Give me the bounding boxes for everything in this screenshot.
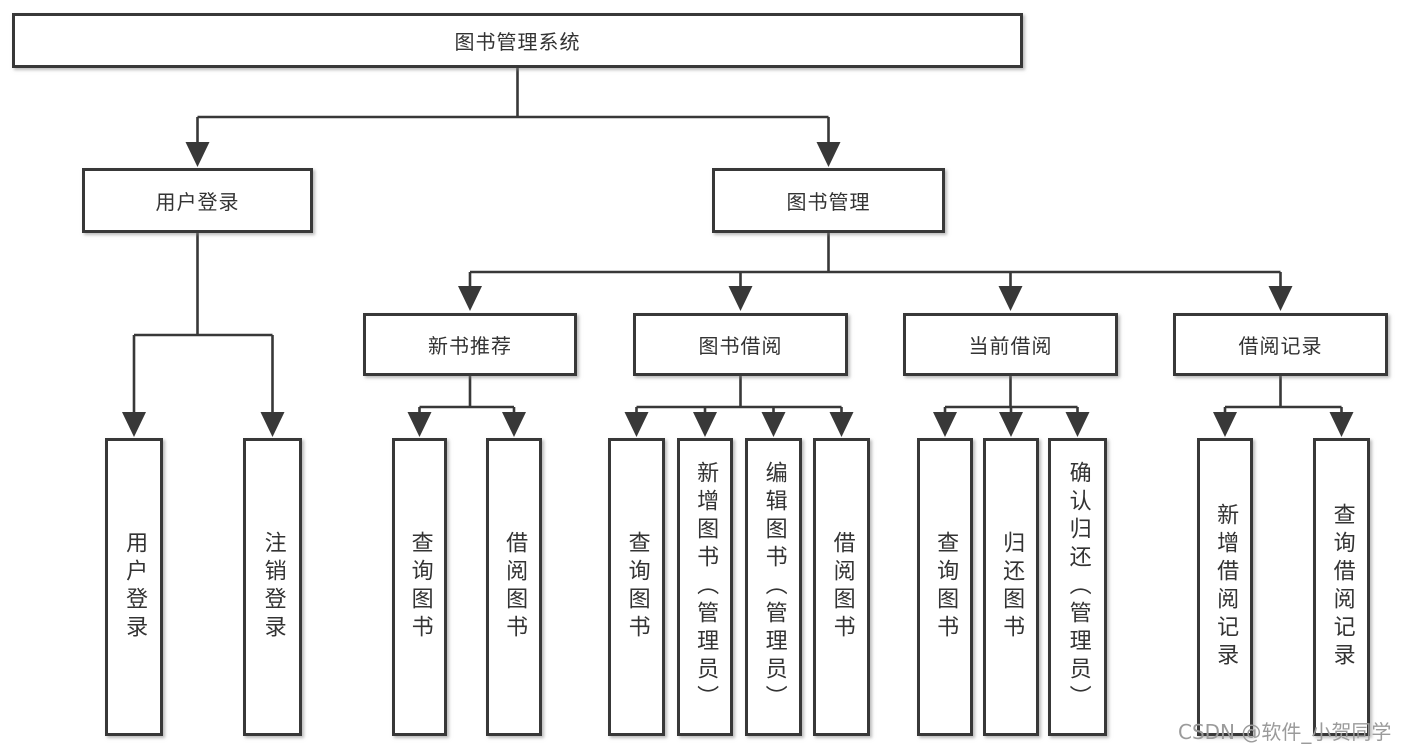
leaf-borrow-books-borrowing: 借阅图书 [813,438,870,736]
leaf-query-books-current: 查询图书 [917,438,973,736]
node-user-login-group: 用户登录 [82,168,313,233]
leaf-edit-book-admin: 编辑图书（管理员） [745,438,802,736]
node-book-management: 图书管理 [712,168,945,233]
leaf-user-login: 用户登录 [105,438,163,736]
leaf-add-borrow-record: 新增借阅记录 [1197,438,1253,736]
node-current-borrowing: 当前借阅 [903,313,1118,376]
leaf-logout: 注销登录 [243,438,302,736]
node-borrowing-records: 借阅记录 [1173,313,1388,376]
node-book-borrowing: 图书借阅 [633,313,848,376]
node-library-system: 图书管理系统 [12,13,1023,68]
leaf-add-book-admin: 新增图书（管理员） [677,438,733,736]
node-new-book-recommend: 新书推荐 [363,313,577,376]
leaf-query-borrow-record: 查询借阅记录 [1313,438,1370,736]
leaf-return-book: 归还图书 [983,438,1039,736]
leaf-query-books-recommend: 查询图书 [392,438,447,736]
leaf-query-books-borrowing: 查询图书 [608,438,665,736]
csdn-watermark: CSDN @软件_小贺同学 [1178,720,1392,744]
leaf-borrow-books-recommend: 借阅图书 [486,438,542,736]
leaf-confirm-return-admin: 确认归还（管理员） [1048,438,1107,736]
